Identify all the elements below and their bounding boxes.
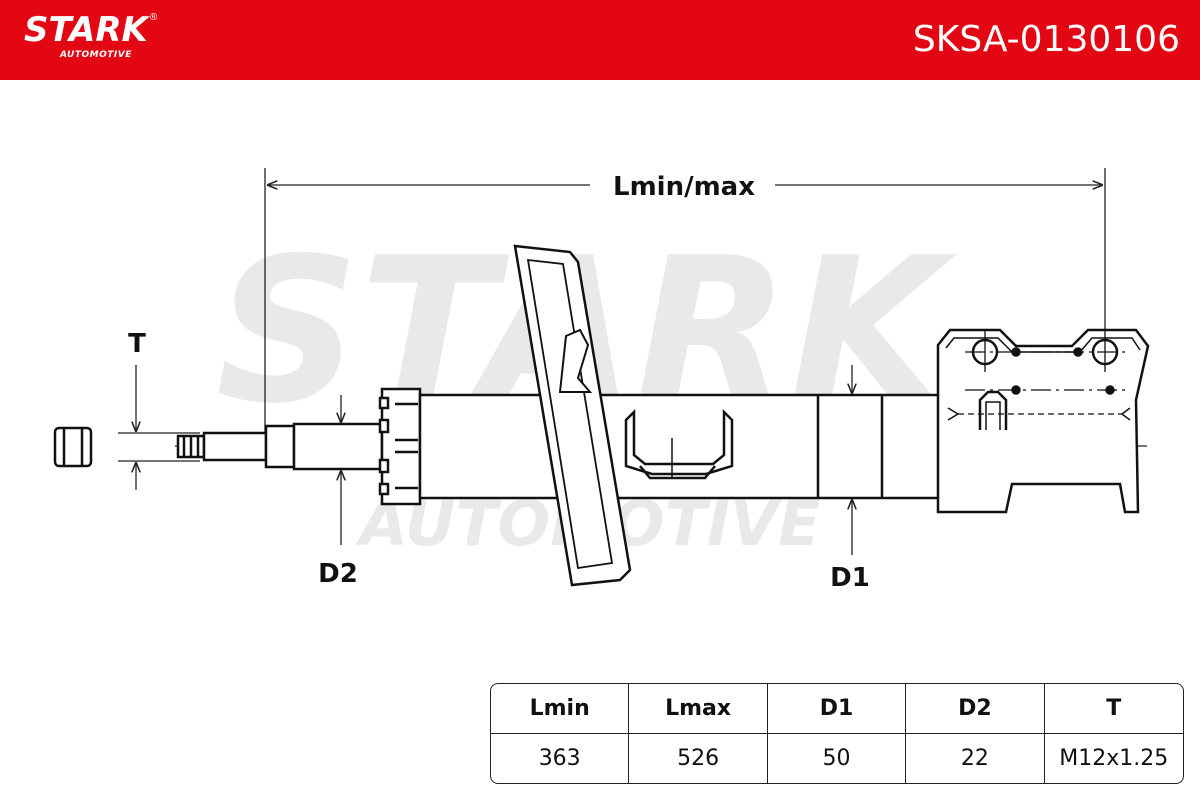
- specs-value-d2: 22: [906, 734, 1045, 783]
- cylinder-body: [418, 393, 942, 500]
- specs-value-t: M12x1.25: [1059, 746, 1169, 771]
- knuckle-bracket: [936, 328, 1150, 514]
- brand-subtitle: AUTOMOTIVE: [60, 50, 132, 60]
- part-number: SKSA-0130106: [912, 19, 1180, 60]
- d1-label: D1: [830, 563, 870, 593]
- spring-seat: [513, 244, 632, 587]
- specs-header-t: T: [1044, 684, 1183, 734]
- header-bar: STARK® AUTOMOTIVE SKSA-0130106: [0, 0, 1200, 80]
- piston-rod: [176, 422, 384, 471]
- thread-label: T: [128, 329, 146, 359]
- specs-header-d1: D1: [767, 684, 907, 734]
- nut-icon: [53, 426, 93, 468]
- bracket-clip: [624, 408, 734, 480]
- thread-dimension: [118, 365, 200, 490]
- length-label: Lmin/max: [613, 172, 755, 202]
- shock-absorber-drawing: STARK AUTOMOTIVE ® Lmin/max T: [53, 168, 1150, 593]
- specs-header-row: Lmin Lmax D1 D2 T: [491, 684, 1183, 734]
- specs-header-lmax: Lmax: [629, 684, 768, 734]
- specs-header-lmin: Lmin: [491, 684, 630, 734]
- specs-header-d2: D2: [906, 684, 1045, 734]
- specs-value-lmax: 526: [629, 734, 768, 783]
- specs-table: Lmin Lmax D1 D2 T 363 526 50 22 M12x1.25: [490, 683, 1184, 784]
- specs-value-row: 363 526 50 22 M12x1.25: [491, 734, 1183, 783]
- top-mount: [378, 387, 422, 506]
- brand-name: STARK: [24, 10, 148, 50]
- specs-value-d1: 50: [768, 734, 907, 783]
- d2-label: D2: [318, 559, 358, 589]
- specs-value-lmin: 363: [491, 734, 630, 783]
- length-dimension: [264, 168, 1106, 440]
- stark-logo: STARK® AUTOMOTIVE: [24, 10, 158, 60]
